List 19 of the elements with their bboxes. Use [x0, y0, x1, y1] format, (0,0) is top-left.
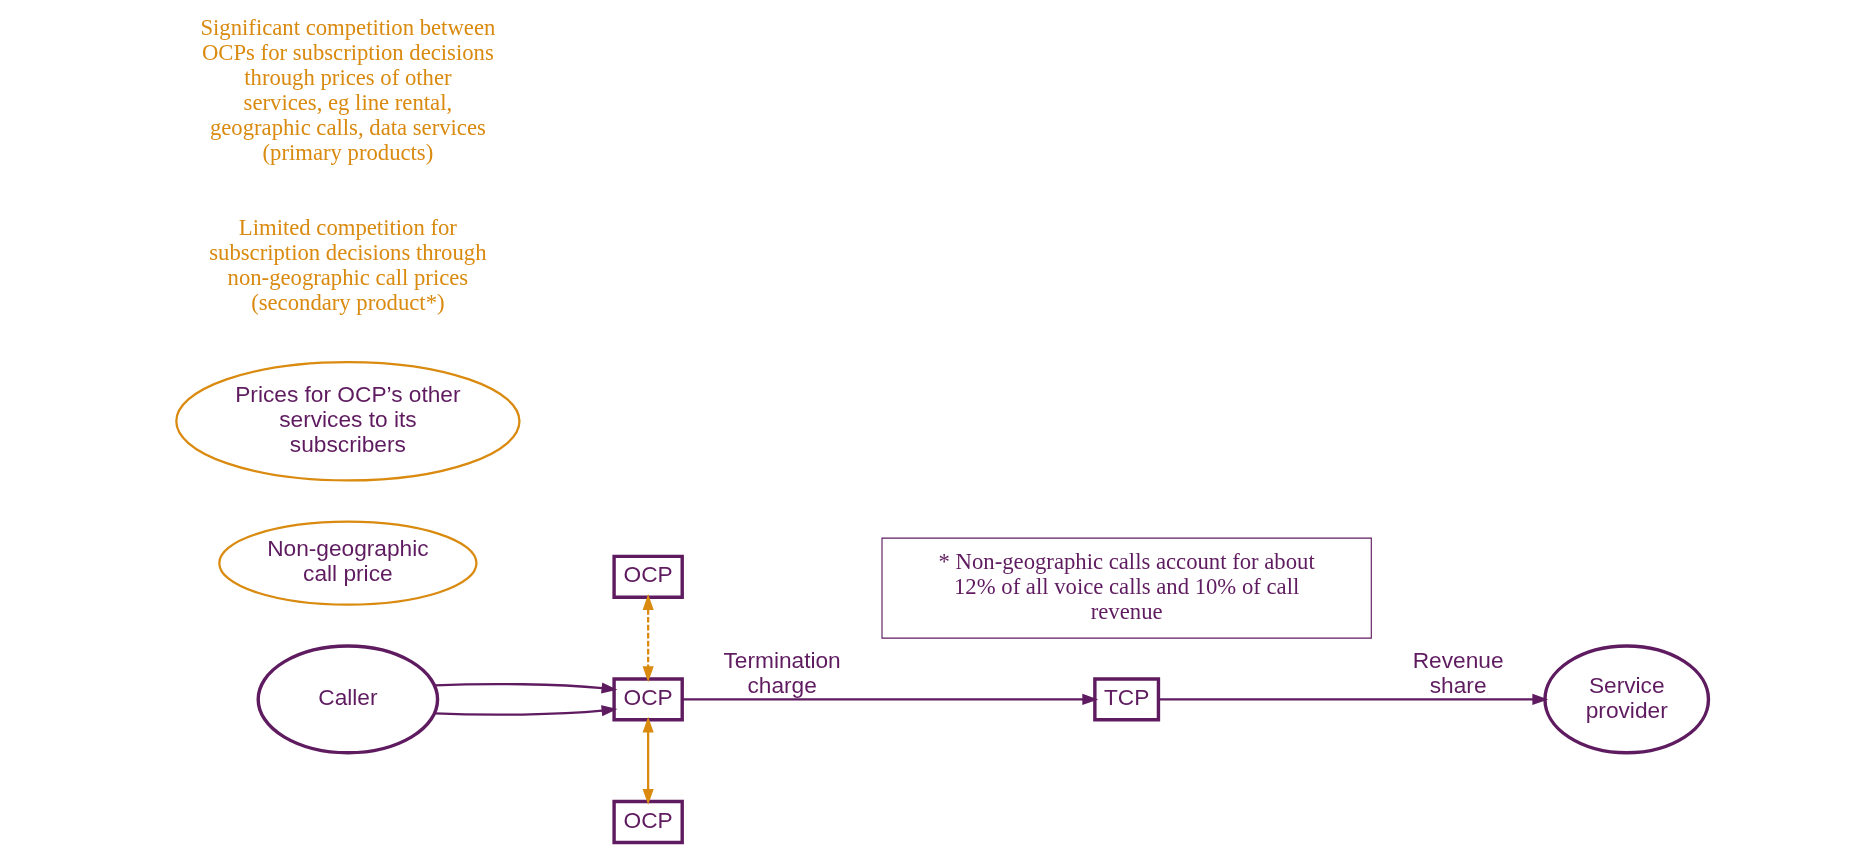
arrow: [1158, 693, 1548, 705]
node-ellipse: Prices for OCP’s other services to its subscribers: [174, 360, 521, 482]
edge-label: Termination charge: [722, 646, 841, 698]
label: Limited competition for subscription decisions through non-geographic call prices (secondary product*): [208, 215, 487, 315]
node-box: OCP: [611, 677, 684, 722]
node-ellipse: Service provider: [1542, 644, 1710, 755]
node-box: * Non-geographic calls account for about 12% of all voice calls and 10% of call revenue: [880, 537, 1372, 639]
node-ellipse: Non-geographic call price: [217, 520, 478, 606]
arrow: [642, 716, 654, 805]
label: Significant competition between OCPs for subscription decisions through prices of other services, eg line rental, geographic calls, data services (primary products): [199, 15, 495, 166]
node-box: OCP: [611, 554, 684, 599]
node-ellipse: Caller: [256, 644, 439, 755]
arrow: [642, 594, 654, 683]
arrow: [434, 682, 617, 694]
node-box: TCP: [1092, 677, 1160, 722]
node-box: OCP: [611, 799, 684, 845]
arrow: [681, 693, 1098, 705]
arrow: [434, 705, 617, 717]
edge-label: Revenue share: [1412, 646, 1504, 698]
